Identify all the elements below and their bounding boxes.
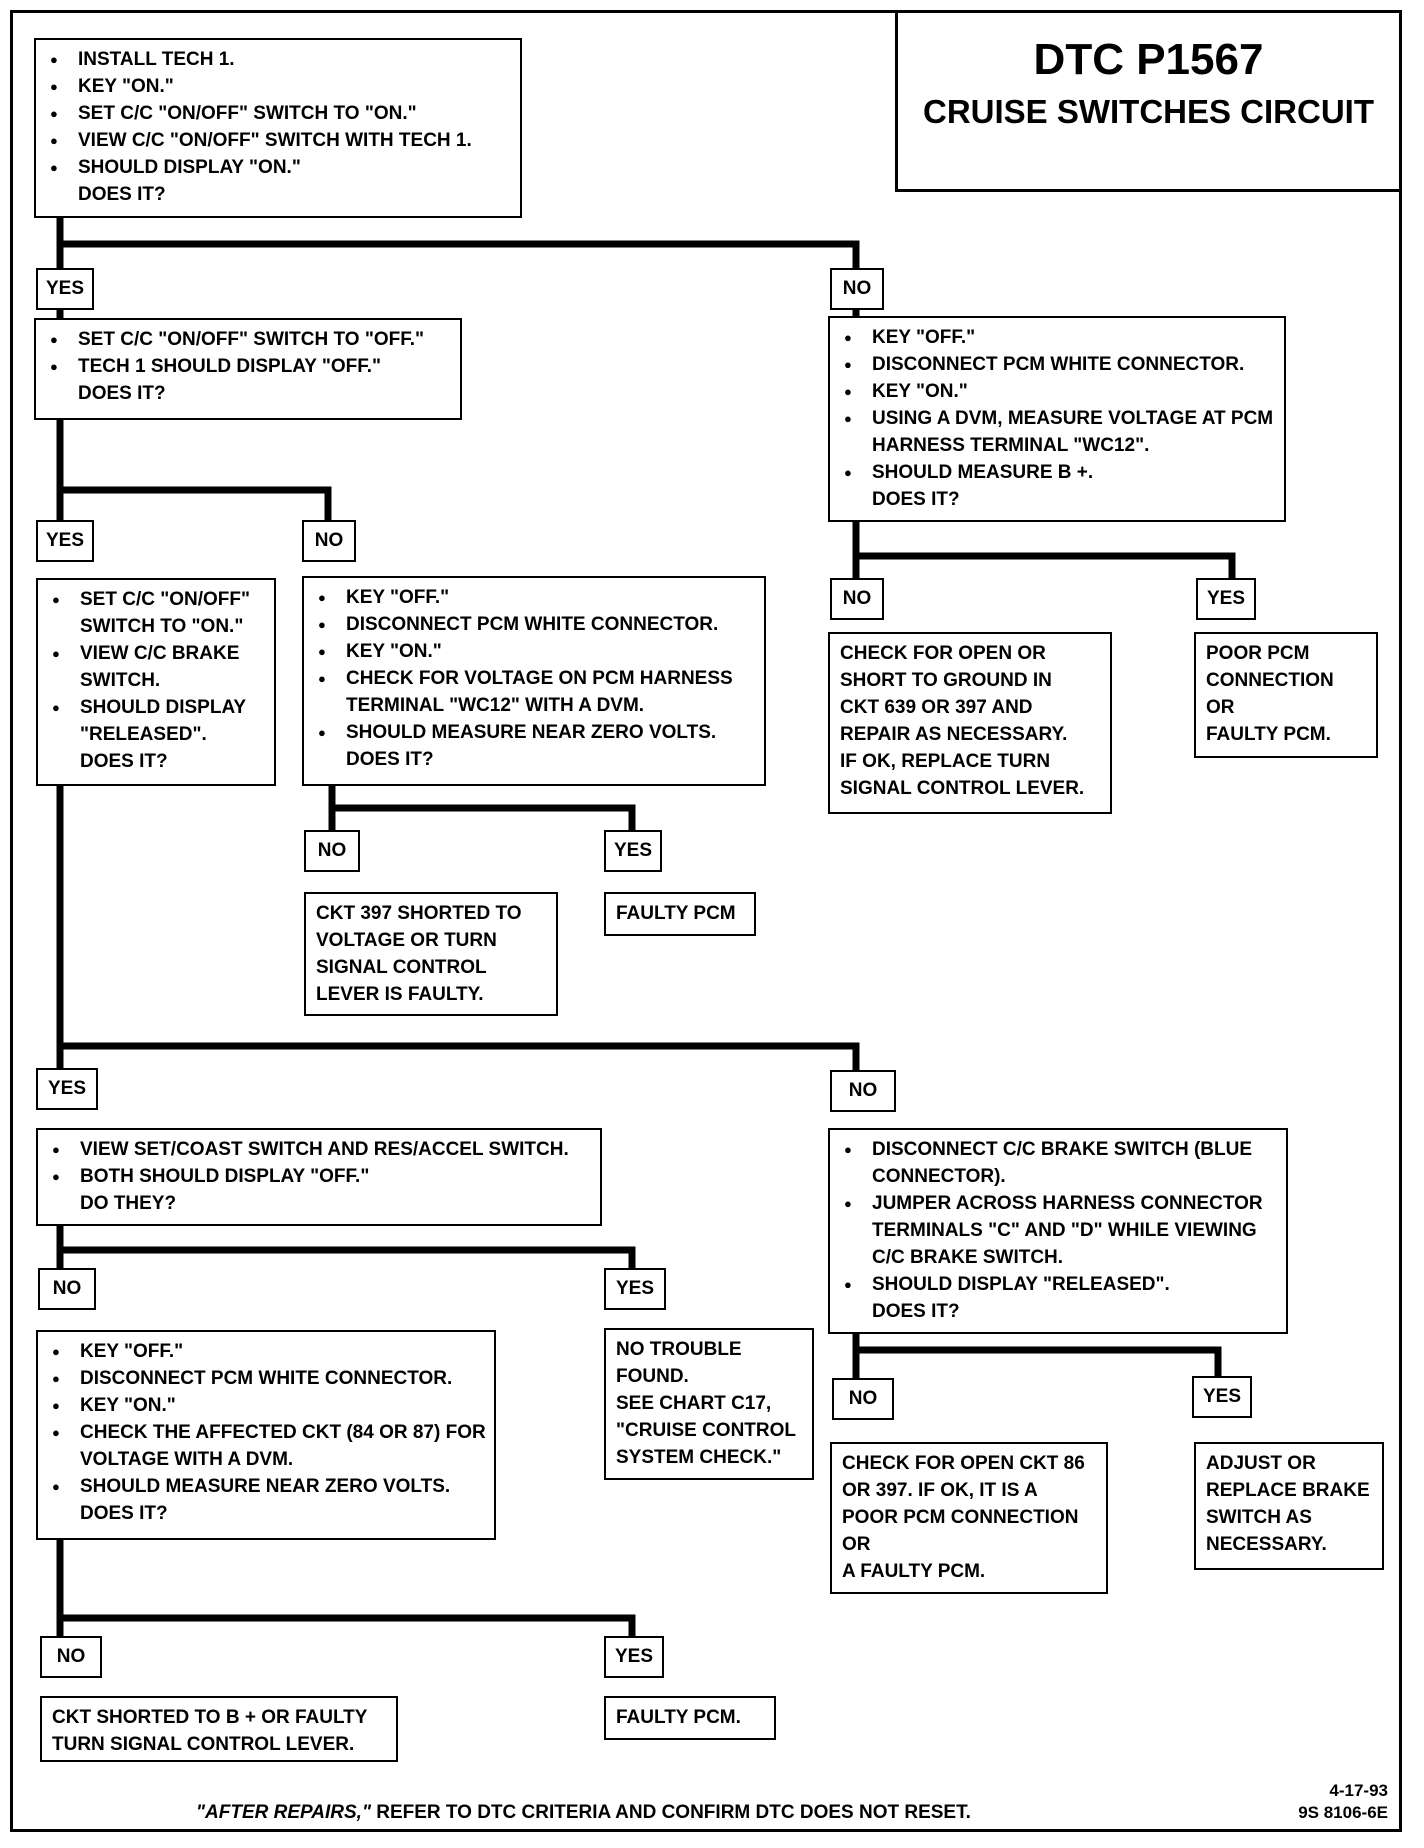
result-text: POOR PCM CONNECTION OR FAULTY PCM. xyxy=(1206,643,1334,745)
step-box-s1: INSTALL TECH 1. KEY "ON." SET C/C "ON/OF… xyxy=(34,38,522,218)
result-text: FAULTY PCM xyxy=(616,903,736,924)
step-item: VIEW SET/COAST SWITCH AND RES/ACCEL SWIT… xyxy=(48,1136,592,1163)
no-label: NO xyxy=(830,578,884,620)
step-item: SHOULD DISPLAY "RELEASED". xyxy=(48,694,266,748)
step-question: DOES IT? xyxy=(872,489,960,510)
step-question: DOES IT? xyxy=(80,751,168,772)
connector-s1-branch xyxy=(56,210,860,276)
result-box-r8: CKT SHORTED TO B + OR FAULTY TURN SIGNAL… xyxy=(40,1696,398,1762)
no-label: NO xyxy=(304,830,360,872)
connector-s8-branch xyxy=(56,1536,636,1644)
step-item: KEY "ON." xyxy=(48,1392,486,1419)
step-item: JUMPER ACROSS HARNESS CONNECTOR TERMINAL… xyxy=(840,1190,1278,1271)
yes-label: YES xyxy=(36,1068,98,1110)
step-question: DOES IT? xyxy=(346,749,434,770)
step-question: DOES IT? xyxy=(872,1301,960,1322)
step-question: DOES IT? xyxy=(78,383,166,404)
connector-s2-branch xyxy=(56,414,332,528)
step-box-s4: SET C/C "ON/OFF" SWITCH TO "ON." VIEW C/… xyxy=(36,578,276,786)
step-item: KEY "ON." xyxy=(314,638,756,665)
yes-label: YES xyxy=(604,830,662,872)
yes-label: YES xyxy=(1192,1376,1252,1418)
step-item: SET C/C "ON/OFF" SWITCH TO "OFF." xyxy=(46,326,452,353)
result-text: NO TROUBLE FOUND. SEE CHART C17, "CRUISE… xyxy=(616,1339,797,1468)
step-item: KEY "ON." xyxy=(46,73,512,100)
step-item: DISCONNECT PCM WHITE CONNECTOR. xyxy=(48,1365,486,1392)
step-item: SHOULD MEASURE NEAR ZERO VOLTS. xyxy=(48,1473,486,1500)
step-box-s8: KEY "OFF." DISCONNECT PCM WHITE CONNECTO… xyxy=(36,1330,496,1540)
result-text: FAULTY PCM. xyxy=(616,1707,741,1728)
result-box-r3: CKT 397 SHORTED TO VOLTAGE OR TURN SIGNA… xyxy=(304,892,558,1016)
result-text: ADJUST OR REPLACE BRAKE SWITCH AS NECESS… xyxy=(1206,1453,1370,1555)
page-subtitle: CRUISE SWITCHES CIRCUIT xyxy=(922,93,1374,130)
step-item: KEY "ON." xyxy=(840,378,1276,405)
step-box-s3: KEY "OFF." DISCONNECT PCM WHITE CONNECTO… xyxy=(828,316,1286,522)
step-box-s7: DISCONNECT C/C BRAKE SWITCH (BLUE CONNEC… xyxy=(828,1128,1288,1334)
step-question: DOES IT? xyxy=(80,1503,168,1524)
page-border xyxy=(10,10,1402,1832)
step-box-s6: VIEW SET/COAST SWITCH AND RES/ACCEL SWIT… xyxy=(36,1128,602,1226)
step-item: DISCONNECT PCM WHITE CONNECTOR. xyxy=(840,351,1276,378)
step-item: VIEW C/C BRAKE SWITCH. xyxy=(48,640,266,694)
step-item: USING A DVM, MEASURE VOLTAGE AT PCM HARN… xyxy=(840,405,1276,459)
step-item: CHECK FOR VOLTAGE ON PCM HARNESS TERMINA… xyxy=(314,665,756,719)
step-item: DISCONNECT C/C BRAKE SWITCH (BLUE CONNEC… xyxy=(840,1136,1278,1190)
no-label: NO xyxy=(38,1268,96,1310)
no-label: NO xyxy=(830,268,884,310)
step-item: DISCONNECT PCM WHITE CONNECTOR. xyxy=(314,611,756,638)
step-item: VIEW C/C "ON/OFF" SWITCH WITH TECH 1. xyxy=(46,127,512,154)
step-item: SHOULD DISPLAY "ON." xyxy=(46,154,512,181)
result-text: CHECK FOR OPEN CKT 86 OR 397. IF OK, IT … xyxy=(842,1453,1085,1582)
connector-s6-branch xyxy=(56,1222,636,1276)
connector-s5-branch xyxy=(328,782,636,836)
step-item: INSTALL TECH 1. xyxy=(46,46,512,73)
step-item: SHOULD MEASURE B +. xyxy=(840,459,1276,486)
footer-note-emphasis: "AFTER REPAIRS," xyxy=(196,1802,371,1823)
result-box-r6: CHECK FOR OPEN CKT 86 OR 397. IF OK, IT … xyxy=(830,1442,1108,1594)
step-item: SHOULD MEASURE NEAR ZERO VOLTS. xyxy=(314,719,756,746)
yes-label: YES xyxy=(604,1268,666,1310)
step-question: DO THEY? xyxy=(80,1193,177,1214)
footer-code: 9S 8106-6E xyxy=(1298,1803,1388,1822)
connector-s3-branch xyxy=(852,520,1236,582)
step-item: BOTH SHOULD DISPLAY "OFF." xyxy=(48,1163,592,1190)
step-item: SHOULD DISPLAY "RELEASED". xyxy=(840,1271,1278,1298)
no-label: NO xyxy=(302,520,356,562)
result-box-r4: FAULTY PCM xyxy=(604,892,756,936)
connector-s7-branch xyxy=(852,1330,1222,1392)
result-box-r2: POOR PCM CONNECTION OR FAULTY PCM. xyxy=(1194,632,1378,758)
yes-label: YES xyxy=(604,1636,664,1678)
step-item: SET C/C "ON/OFF" SWITCH TO "ON." xyxy=(48,586,266,640)
step-item: TECH 1 SHOULD DISPLAY "OFF." xyxy=(46,353,452,380)
footer-reference: 4-17-93 9S 8106-6E xyxy=(1298,1780,1388,1824)
title-block: DTC P1567 CRUISE SWITCHES CIRCUIT xyxy=(895,10,1402,192)
footer-note-text: REFER TO DTC CRITERIA AND CONFIRM DTC DO… xyxy=(370,1802,971,1823)
step-item: KEY "OFF." xyxy=(840,324,1276,351)
result-box-r1: CHECK FOR OPEN OR SHORT TO GROUND IN CKT… xyxy=(828,632,1112,814)
result-text: CKT SHORTED TO B + OR FAULTY TURN SIGNAL… xyxy=(52,1707,368,1755)
step-box-s5: KEY "OFF." DISCONNECT PCM WHITE CONNECTO… xyxy=(302,576,766,786)
page-title: DTC P1567 xyxy=(1033,35,1264,84)
no-label: NO xyxy=(40,1636,102,1678)
yes-label: YES xyxy=(1196,578,1256,620)
step-item: CHECK THE AFFECTED CKT (84 OR 87) FOR VO… xyxy=(48,1419,486,1473)
result-box-r9: FAULTY PCM. xyxy=(604,1696,776,1740)
result-text: CHECK FOR OPEN OR SHORT TO GROUND IN CKT… xyxy=(840,643,1085,799)
connector-s4-branch xyxy=(56,1042,860,1082)
result-box-r7: ADJUST OR REPLACE BRAKE SWITCH AS NECESS… xyxy=(1194,1442,1384,1570)
step-item: SET C/C "ON/OFF" SWITCH TO "ON." xyxy=(46,100,512,127)
step-question: DOES IT? xyxy=(78,184,166,205)
no-label: NO xyxy=(830,1070,896,1112)
result-box-r5: NO TROUBLE FOUND. SEE CHART C17, "CRUISE… xyxy=(604,1328,814,1480)
footer-note: "AFTER REPAIRS," REFER TO DTC CRITERIA A… xyxy=(196,1802,971,1824)
yes-label: YES xyxy=(36,268,94,310)
step-item: KEY "OFF." xyxy=(48,1338,486,1365)
result-text: CKT 397 SHORTED TO VOLTAGE OR TURN SIGNA… xyxy=(316,903,522,1005)
yes-label: YES xyxy=(36,520,94,562)
no-label: NO xyxy=(832,1378,894,1420)
step-box-s2: SET C/C "ON/OFF" SWITCH TO "OFF." TECH 1… xyxy=(34,318,462,420)
step-item: KEY "OFF." xyxy=(314,584,756,611)
footer-date: 4-17-93 xyxy=(1329,1781,1388,1800)
